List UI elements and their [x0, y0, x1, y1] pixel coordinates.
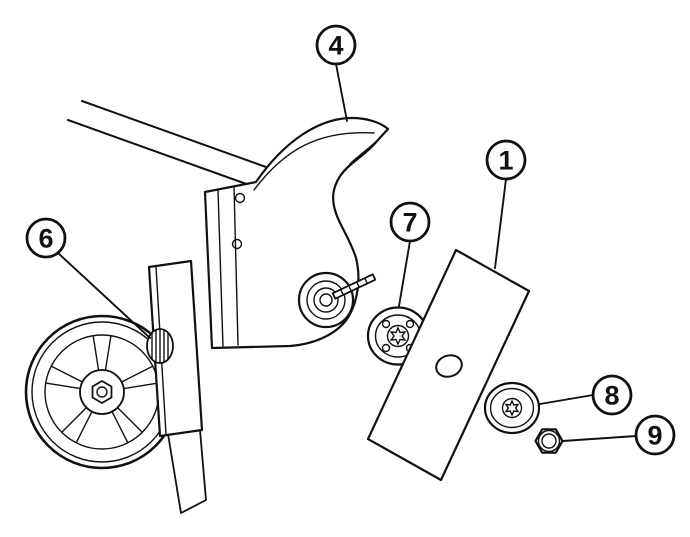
- callout-6-label: 6: [38, 224, 53, 254]
- guard-housing-outline: [203, 116, 390, 350]
- leader-lines: [57, 63, 637, 442]
- bracket-plate: [147, 259, 204, 438]
- callout-7: 7: [389, 201, 431, 243]
- callout-9: 9: [634, 414, 676, 456]
- threaded-stud: [331, 273, 377, 300]
- callout-9-circle: [634, 414, 676, 456]
- leader-9: [562, 435, 637, 442]
- leader-6: [57, 252, 151, 339]
- guard-housing-beak-line: [349, 135, 383, 165]
- washer-ring: [489, 387, 535, 429]
- flange-spline: [389, 326, 407, 346]
- blade-center-hole: [435, 354, 463, 378]
- callout-6-circle: [25, 217, 67, 259]
- callout-4: 4: [315, 24, 357, 66]
- callout-4-label: 4: [328, 31, 343, 61]
- stud-threads: [340, 277, 368, 296]
- adjustment-knob: [146, 328, 174, 364]
- mount-bracket: [147, 259, 207, 514]
- wheel-spokes: [46, 336, 158, 443]
- callout-8-circle: [591, 374, 633, 416]
- callout-8: 8: [591, 374, 633, 416]
- blade-outline: [366, 248, 531, 482]
- callout-1: 1: [485, 139, 527, 181]
- spindle-ring-inner: [313, 287, 339, 313]
- guard-mount-face-lines: [217, 185, 239, 348]
- mount-bolt-lower: [231, 238, 243, 250]
- knob-ridges: [151, 328, 169, 364]
- callout-1-label: 1: [498, 146, 513, 176]
- hex-nut: [534, 428, 564, 454]
- callout-9-label: 9: [647, 421, 662, 451]
- washer-spline: [504, 399, 520, 417]
- wheel-axle-nut: [91, 380, 113, 404]
- guard-housing-fold-line: [253, 132, 375, 191]
- nut-chamfer: [537, 429, 561, 453]
- washer-center-bore: [501, 397, 523, 419]
- cutting-blade: [366, 248, 531, 482]
- guard-housing: [203, 116, 390, 350]
- leader-8: [539, 394, 594, 405]
- bracket-lower-blade: [167, 429, 207, 514]
- wheel-axle-center: [96, 386, 108, 398]
- handle-shaft: [67, 100, 267, 187]
- spindle-center: [319, 293, 333, 307]
- flange-hole-3: [381, 343, 391, 353]
- handle-shaft-upper-line: [81, 100, 267, 168]
- washer-outer: [483, 381, 541, 435]
- leader-7: [398, 240, 411, 307]
- leader-1: [494, 178, 507, 269]
- callout-1-circle: [485, 139, 527, 181]
- flange-hole-1: [405, 319, 415, 329]
- outer-washer: [483, 381, 541, 435]
- handle-shaft-lower-line: [67, 119, 253, 187]
- nut-hexagon: [534, 428, 564, 454]
- flange-hole-2: [381, 319, 391, 329]
- nut-bore: [541, 433, 557, 449]
- flange-center-bore: [386, 324, 410, 348]
- spindle-hub: [297, 271, 377, 329]
- wheel: [24, 314, 180, 470]
- callout-4-circle: [315, 24, 357, 66]
- callout-7-circle: [389, 201, 431, 243]
- spindle-ring-outer: [306, 280, 346, 320]
- mount-bolt-upper: [234, 192, 246, 204]
- callout-7-label: 7: [402, 208, 417, 238]
- callout-6: 6: [25, 217, 67, 259]
- callout-8-label: 8: [604, 381, 619, 411]
- leader-4: [335, 63, 348, 122]
